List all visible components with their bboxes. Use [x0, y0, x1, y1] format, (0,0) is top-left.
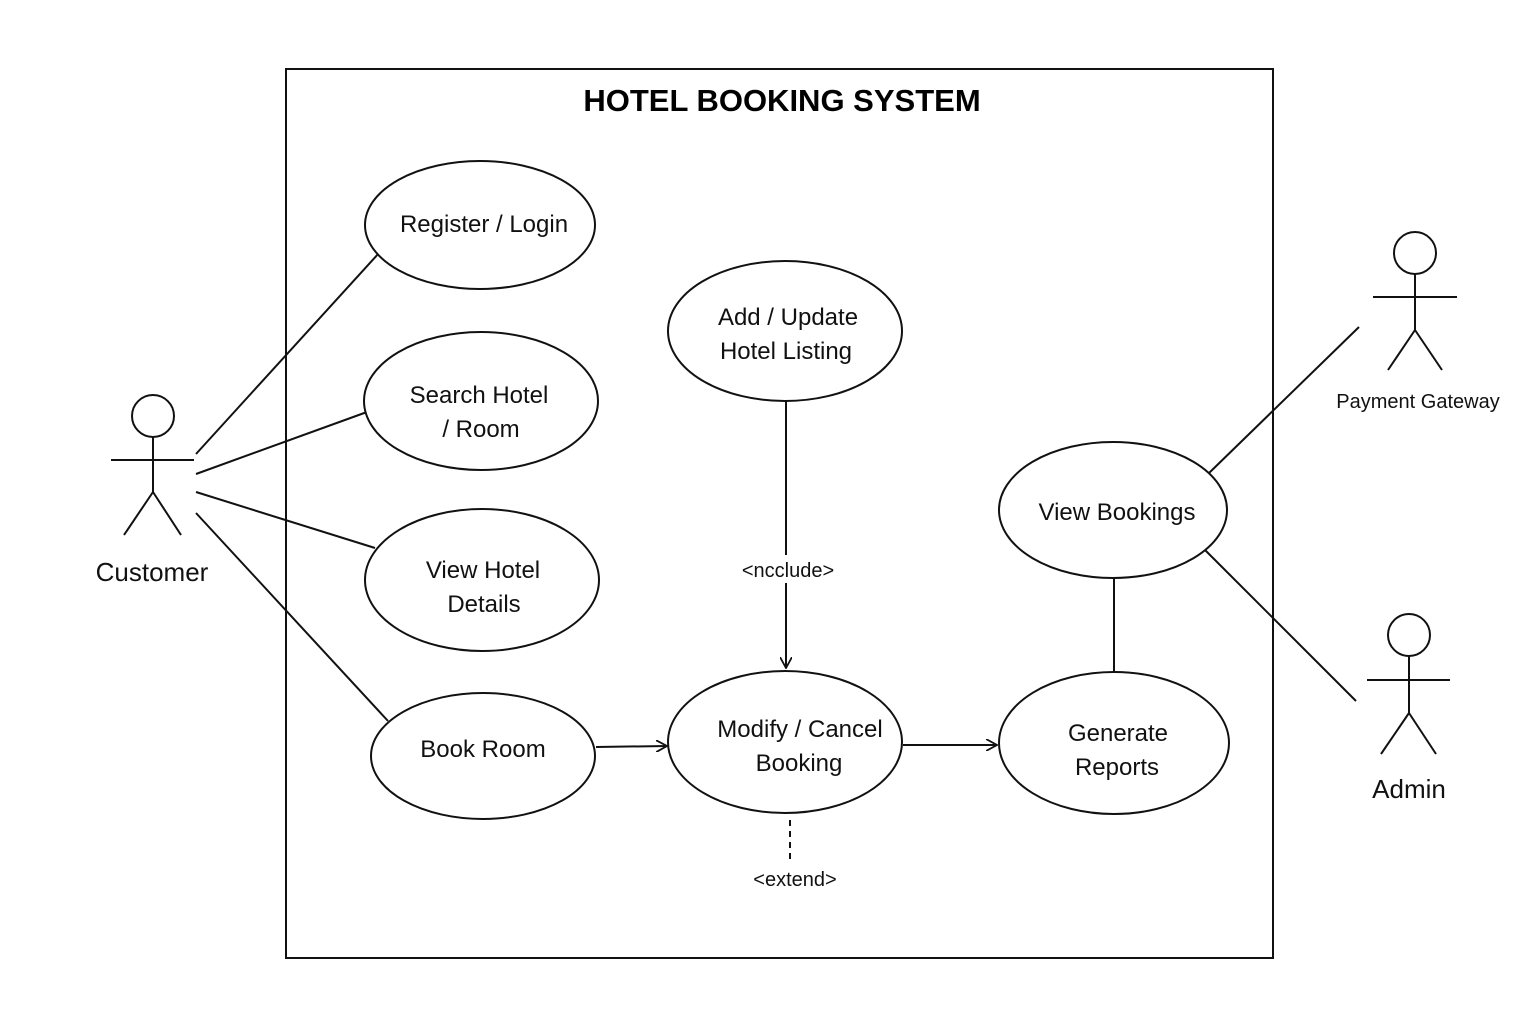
assoc-customer-book-room — [195, 512, 389, 722]
use-case-label-line1: View Hotel — [426, 557, 540, 584]
use-case-label: Register / Login — [400, 211, 568, 238]
actor-payment-gateway[interactable]: Payment Gateway — [1336, 231, 1500, 413]
include-label-bg — [730, 555, 842, 583]
use-case-label: View Bookings — [1039, 499, 1196, 526]
assoc-payment-view-bookings — [1207, 326, 1360, 475]
actor-label: Payment Gateway — [1336, 391, 1499, 413]
stick-figure-icon — [1373, 231, 1457, 371]
system-boundary — [285, 68, 1274, 959]
assoc-customer-register — [195, 252, 380, 455]
system-title: HOTEL BOOKING SYSTEM — [583, 83, 980, 118]
use-case-label-line2: Details — [447, 591, 520, 618]
use-case-generate-reports[interactable]: Generate Reports — [998, 671, 1230, 815]
use-case-label-line2: Booking — [756, 750, 843, 777]
actor-label: Customer — [96, 557, 209, 587]
use-case-book-room[interactable]: Book Room — [370, 692, 596, 820]
assoc-customer-view-details — [195, 491, 376, 549]
use-case-label-line1: Generate — [1068, 720, 1168, 747]
use-case-modify-cancel-booking[interactable]: Modify / Cancel Booking — [667, 670, 903, 814]
use-case-register-login[interactable]: Register / Login — [364, 160, 596, 290]
actor-customer[interactable]: Customer — [96, 394, 209, 587]
use-case-label-line1: Modify / Cancel — [717, 716, 882, 743]
extend-label: <extend> — [753, 869, 836, 891]
use-case-label-line1: Add / Update — [718, 304, 858, 331]
stick-figure-icon — [1367, 613, 1450, 755]
customer-associations — [195, 252, 389, 722]
use-case-label-line2: Hotel Listing — [720, 338, 852, 365]
use-case-label-line1: Search Hotel — [410, 382, 549, 409]
use-case-view-hotel-details[interactable]: View Hotel Details — [364, 508, 600, 652]
use-case-label: Book Room — [420, 736, 545, 763]
use-case-add-update-listing[interactable]: Add / Update Hotel Listing — [667, 260, 903, 402]
actor-admin[interactable]: Admin — [1367, 613, 1450, 804]
assoc-customer-search — [195, 411, 368, 475]
assoc-admin-view-bookings — [1204, 549, 1357, 702]
use-case-search-hotel-room[interactable]: Search Hotel / Room — [363, 331, 599, 471]
arrow-book-to-modify — [595, 746, 667, 747]
include-label: <ncclude> — [742, 560, 834, 582]
actor-label: Admin — [1372, 774, 1446, 804]
use-case-view-bookings[interactable]: View Bookings — [998, 441, 1228, 579]
use-case-label-line2: Reports — [1075, 754, 1159, 781]
use-case-label-line2: / Room — [442, 416, 519, 443]
stick-figure-icon — [111, 394, 194, 536]
